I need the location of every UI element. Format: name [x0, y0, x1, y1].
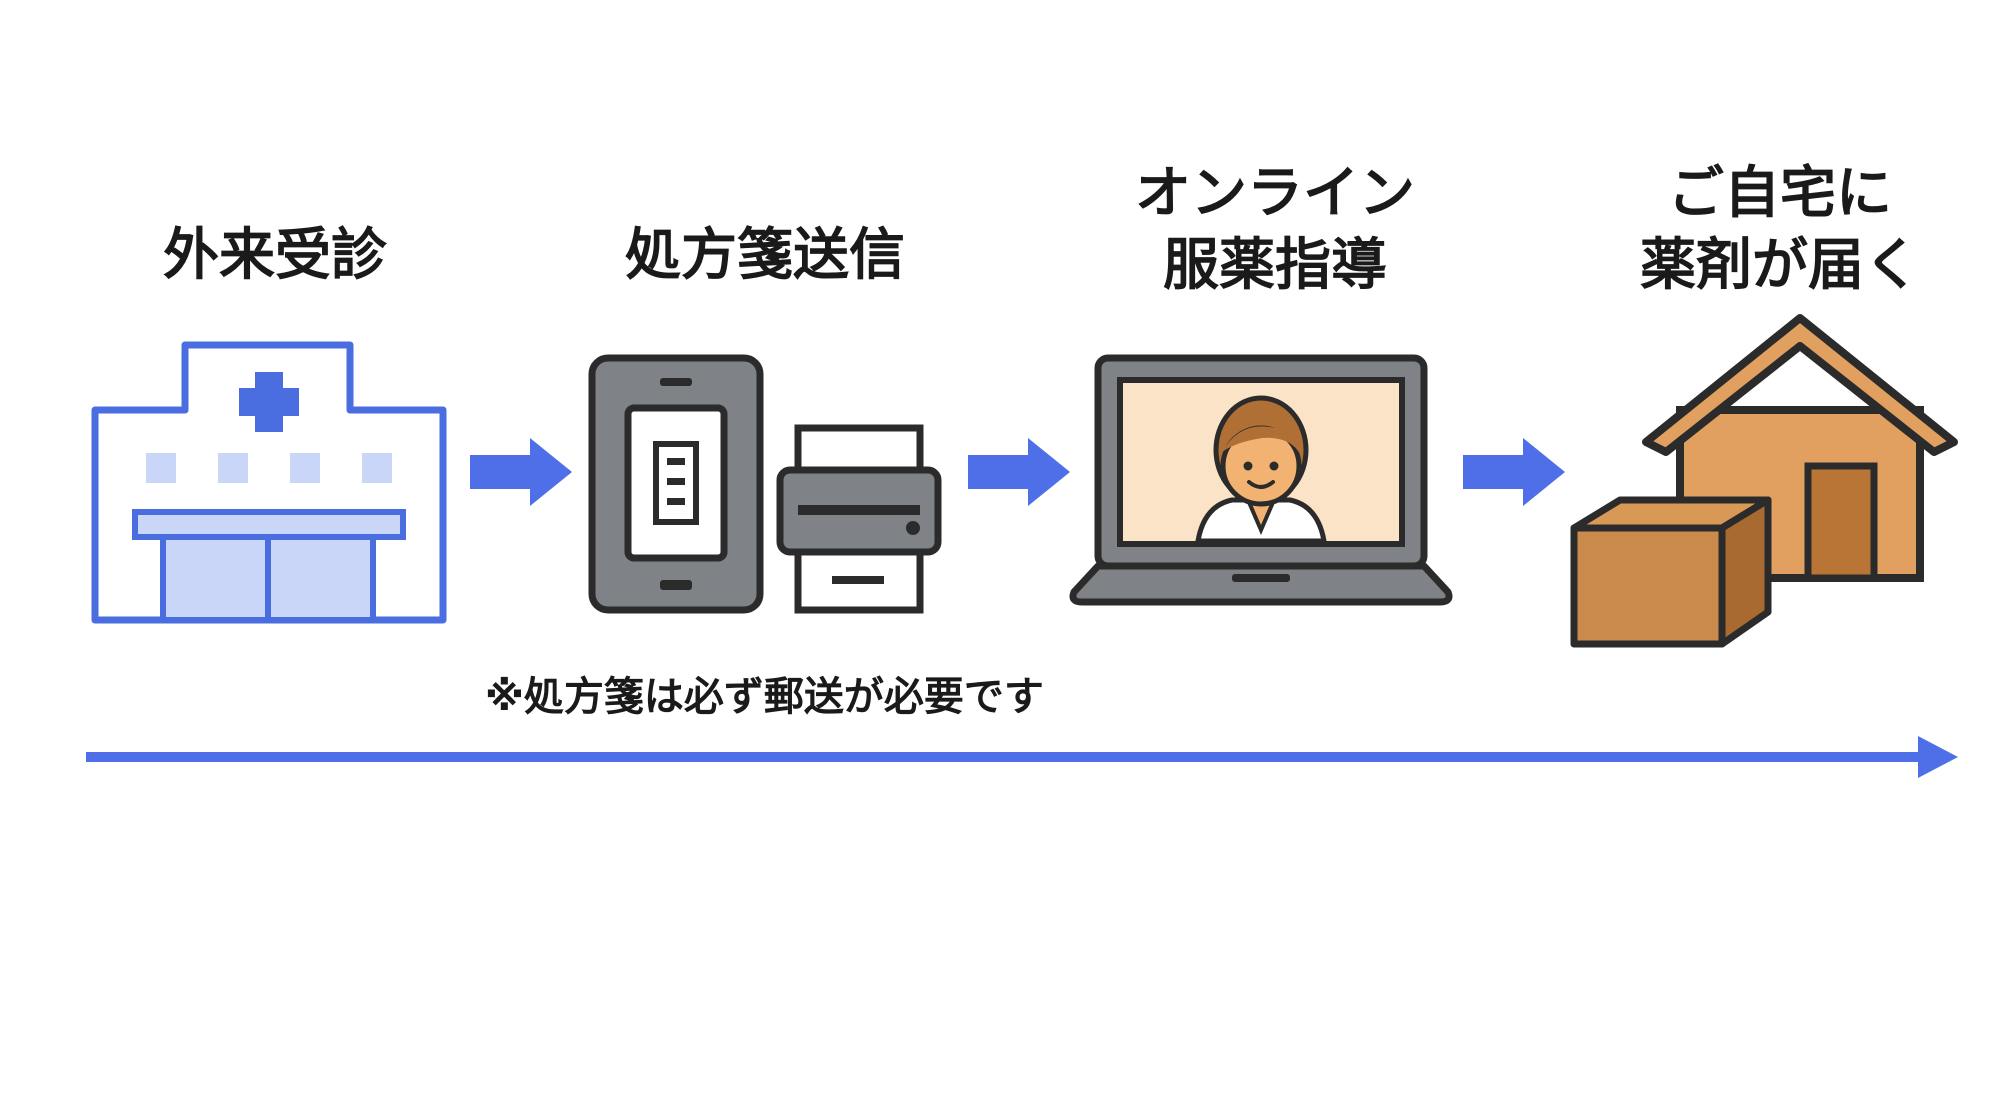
- step-title-line: 外来受診: [163, 223, 387, 288]
- step-title-line: 処方箋送信: [625, 223, 905, 288]
- step-title-outpatient: 外来受診: [130, 220, 420, 292]
- step-title-online-guidance: オンライン 服薬指導: [1105, 158, 1445, 302]
- house-icon: [1642, 314, 1958, 582]
- hospital-icon: [91, 341, 447, 624]
- step-title-line: 薬剤が届く: [1640, 233, 1920, 298]
- step-title-line: オンライン: [1135, 161, 1415, 226]
- smartphone-icon: [588, 354, 764, 614]
- step-title-home-delivery: ご自宅に 薬剤が届く: [1615, 158, 1945, 302]
- printer-icon: [776, 424, 942, 614]
- arrow-right-icon: [470, 438, 572, 506]
- step-title-send-prescription: 処方箋送信: [600, 220, 930, 292]
- step-title-line: 服薬指導: [1163, 233, 1387, 298]
- package-box-icon: [1570, 496, 1772, 648]
- mail-required-note: ※処方箋は必ず郵送が必要です: [485, 674, 1044, 720]
- step-title-line: ご自宅に: [1668, 161, 1892, 226]
- arrow-right-icon: [1463, 438, 1565, 506]
- arrow-right-icon: [968, 438, 1070, 506]
- pharmacist-icon: [1195, 395, 1327, 544]
- timeline-arrow-icon: [86, 736, 1958, 778]
